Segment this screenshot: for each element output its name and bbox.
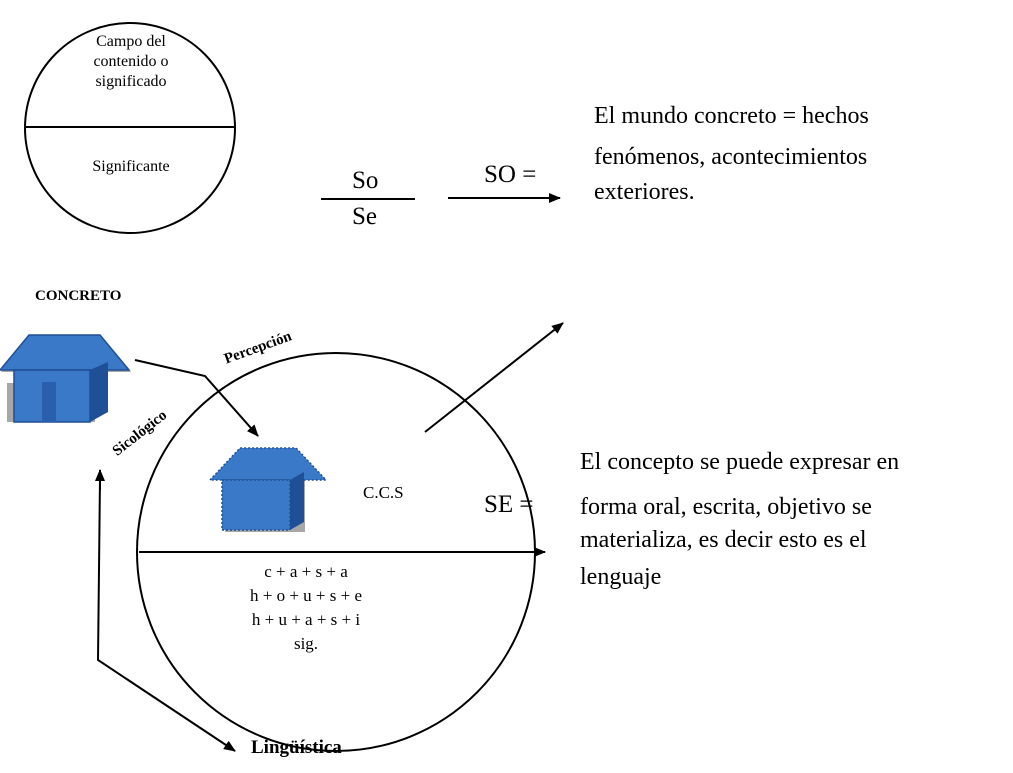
ccs-label: C.C.S bbox=[363, 483, 404, 502]
se-text-line-3: materializa, es decir esto es el bbox=[580, 527, 867, 553]
fraction-denominator: Se bbox=[352, 203, 377, 230]
word-line-4: sig. bbox=[293, 634, 319, 653]
fraction-numerator: So bbox=[352, 167, 379, 194]
se-text-line-2: forma oral, escrita, objetivo se bbox=[580, 494, 872, 520]
concreto-label: CONCRETO bbox=[35, 288, 122, 304]
top-circle-lower-label: Significante bbox=[92, 158, 170, 175]
abstraction-arrow bbox=[424, 322, 564, 433]
so-text-line-1: El mundo concreto = hechos bbox=[594, 103, 869, 129]
so-label: SO = bbox=[484, 161, 537, 188]
word-line-1: c + a + s + a bbox=[264, 562, 348, 581]
se-text-line-4: lenguaje bbox=[580, 564, 662, 590]
linguistica-label: Lingüística bbox=[251, 737, 342, 758]
perception-arrow bbox=[134, 359, 259, 437]
top-circle-upper-label: Campo del contenido o significado bbox=[93, 33, 169, 90]
se-label: SE = bbox=[484, 491, 534, 518]
top-circle bbox=[24, 22, 236, 234]
so-text-line-2: fenómenos, acontecimientos bbox=[594, 144, 868, 170]
psych-linguistic-arrow bbox=[96, 477, 236, 752]
word-line-3: h + u + a + s + i bbox=[251, 610, 361, 629]
inner-house-icon bbox=[208, 447, 328, 532]
concrete-house-icon bbox=[0, 334, 131, 423]
se-text-line-1: El concepto se puede expresar en bbox=[580, 449, 900, 475]
word-line-2: h + o + u + s + e bbox=[249, 586, 362, 605]
so-text-line-3: exteriores. bbox=[594, 179, 695, 205]
